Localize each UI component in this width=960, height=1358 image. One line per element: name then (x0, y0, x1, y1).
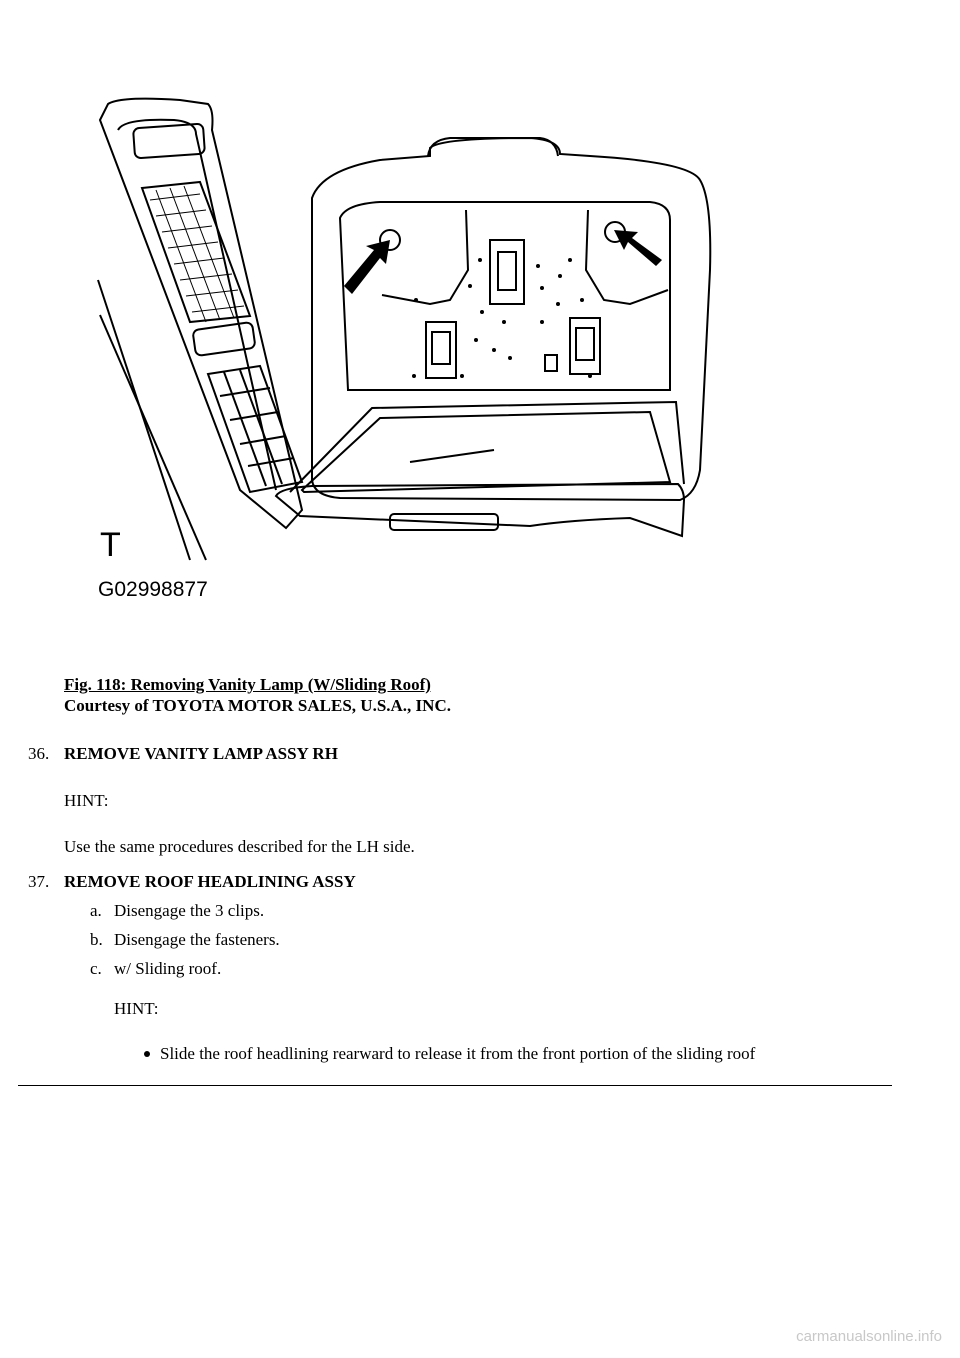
substep-letter: b. (90, 930, 103, 949)
figure-label-t: T (100, 526, 121, 564)
figure-title[interactable]: Fig. 118: Removing Vanity Lamp (W/Slidin… (64, 675, 431, 694)
step-37-hint: HINT: (114, 999, 159, 1018)
page-divider (18, 1085, 892, 1086)
vanity-lamp-illustration: T G02998877 (90, 90, 720, 610)
substep-letter: c. (90, 959, 102, 978)
step-36-hint: HINT: (64, 791, 109, 810)
bullet-icon (144, 1051, 150, 1057)
left-arrow-icon (344, 240, 390, 294)
substep-text: w/ Sliding roof. (114, 959, 222, 978)
substep-text: Disengage the fasteners. (114, 930, 280, 949)
figure-code: G02998877 (98, 578, 208, 601)
bullet-text: Slide the roof headlining rearward to re… (160, 1044, 756, 1063)
step-37: 37. REMOVE ROOF HEADLINING ASSY (28, 872, 828, 894)
substep-letter: a. (90, 901, 102, 920)
figure-caption: Fig. 118: Removing Vanity Lamp (W/Slidin… (64, 674, 451, 716)
step-36-text: Use the same procedures described for th… (64, 837, 415, 856)
vanity-lamp-drawing (97, 97, 712, 561)
figure-courtesy: Courtesy of TOYOTA MOTOR SALES, U.S.A., … (64, 696, 451, 715)
footer-watermark[interactable]: carmanualsonline.info (796, 1328, 942, 1345)
step-36: 36. REMOVE VANITY LAMP ASSY RH (28, 744, 828, 766)
right-arrow-icon (614, 230, 662, 266)
substep-text: Disengage the 3 clips. (114, 901, 265, 920)
step-number: 36. (28, 744, 50, 763)
step-title: REMOVE ROOF HEADLINING ASSY (64, 872, 356, 891)
step-number: 37. (28, 872, 50, 891)
step-title: REMOVE VANITY LAMP ASSY RH (64, 744, 338, 763)
